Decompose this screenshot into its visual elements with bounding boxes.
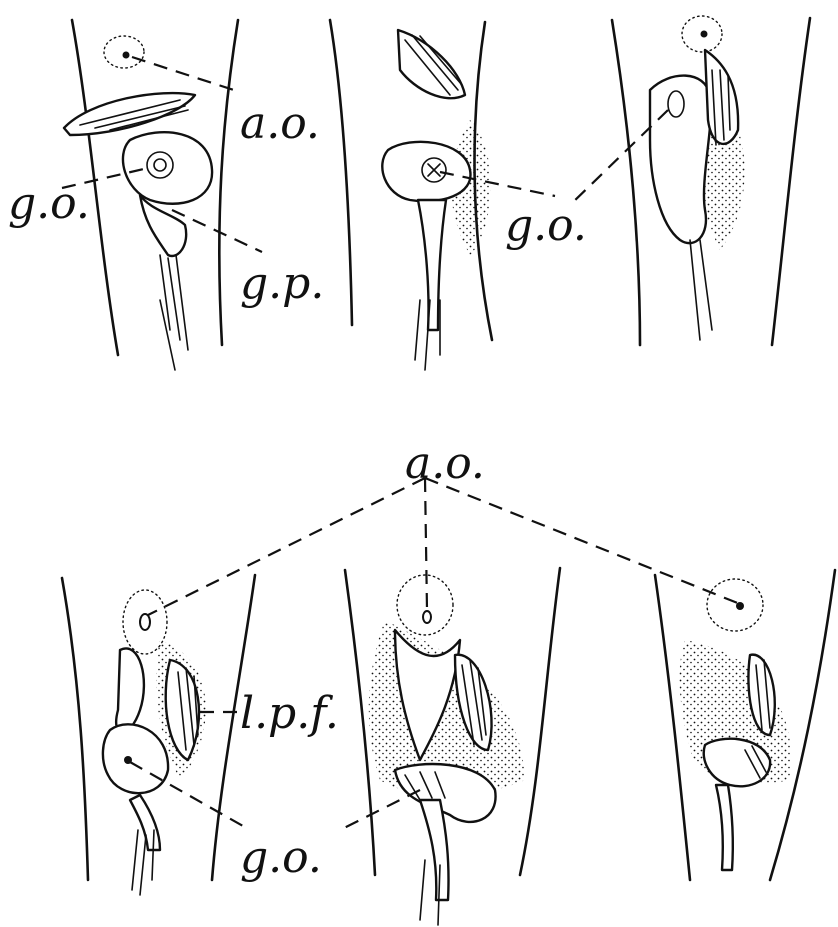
aboral-organ-dot xyxy=(123,52,130,59)
label-go-bottom: g.o. xyxy=(240,832,322,883)
leader-go-bottom-right xyxy=(340,790,420,830)
label-ao-bottom: a.o. xyxy=(405,438,485,489)
label-ao-top: a.o. xyxy=(240,98,320,149)
top-specimen-3 xyxy=(612,16,810,345)
label-go-top-left: g.o. xyxy=(8,178,90,229)
top-specimen-2 xyxy=(330,20,492,370)
bottom-specimen-1 xyxy=(62,575,255,895)
leader-ao-bottom-mid xyxy=(425,478,427,610)
top-specimen-1 xyxy=(64,20,238,370)
leader-ao-bottom-left xyxy=(148,478,425,615)
leader-ao-top xyxy=(132,57,240,92)
label-go-top-right: g.o. xyxy=(505,200,587,251)
bottom-specimen-3 xyxy=(655,570,835,880)
leader-ao-bottom-right xyxy=(425,478,740,604)
label-lpf-bottom: l.p.f. xyxy=(240,688,339,739)
bottom-specimen-2 xyxy=(345,568,560,925)
label-gp-top: g.p. xyxy=(240,258,324,309)
